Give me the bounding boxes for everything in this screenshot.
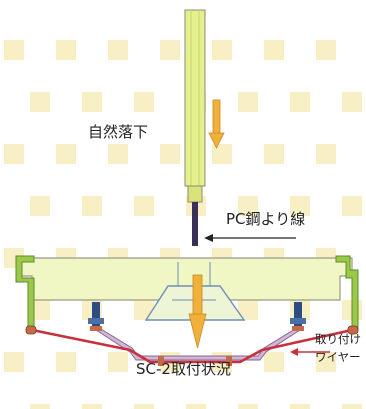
background-square [134, 404, 154, 409]
concrete-slab [19, 257, 353, 301]
background-square [264, 352, 284, 372]
background-square [238, 404, 258, 409]
background-square [264, 144, 284, 164]
bolt-left [88, 302, 104, 331]
background-square [82, 92, 102, 112]
background-square [30, 92, 50, 112]
background-square [108, 144, 128, 164]
background-square [290, 404, 310, 409]
background-square [238, 92, 258, 112]
background-square [30, 300, 50, 320]
background-square [212, 40, 232, 60]
background-square [4, 40, 24, 60]
pc-strand [192, 202, 198, 246]
background-square [56, 144, 76, 164]
label-pc-strand: PC鋼より線 [226, 210, 306, 228]
bracket-bolt-right [226, 356, 232, 366]
label-wire-line1: 取り付け [315, 332, 361, 346]
bolt-right [290, 302, 306, 331]
background-square [342, 404, 362, 409]
wire-pointer [290, 348, 330, 356]
background-square [56, 40, 76, 60]
background-square [238, 196, 258, 216]
background-square [4, 144, 24, 164]
anchor-arrow [188, 274, 207, 349]
background-square [56, 352, 76, 372]
end-plate-left [15, 255, 35, 331]
background-square [30, 404, 50, 409]
background-square [160, 40, 180, 60]
pc-strand-pointer [204, 234, 296, 242]
wire-clamp-right [347, 325, 359, 335]
background-square [316, 352, 336, 372]
bracket-bolt-left [158, 356, 164, 366]
background-square [316, 144, 336, 164]
background-pattern [4, 40, 362, 409]
background-square [342, 196, 362, 216]
background-square [316, 40, 336, 60]
fall-arrow [208, 99, 225, 149]
background-square [82, 404, 102, 409]
background-square [4, 352, 24, 372]
background-square [82, 196, 102, 216]
background-square [30, 196, 50, 216]
background-square [186, 404, 206, 409]
background-square [238, 300, 258, 320]
background-square [290, 92, 310, 112]
background-square [108, 352, 128, 372]
background-square [212, 144, 232, 164]
caption: SC-2取付状況 [136, 360, 231, 378]
wire-clamp-left [25, 325, 37, 335]
background-square [134, 196, 154, 216]
background-square [108, 40, 128, 60]
background-square [342, 92, 362, 112]
background-square [290, 196, 310, 216]
background-square [134, 92, 154, 112]
end-plate-right [335, 255, 359, 331]
label-wire-line2: ワイヤー [315, 350, 361, 364]
label-natural-fall: 自然落下 [88, 123, 149, 141]
background-square [160, 144, 180, 164]
mounting-wire [31, 328, 353, 364]
background-square [264, 40, 284, 60]
falling-rod [184, 9, 206, 203]
